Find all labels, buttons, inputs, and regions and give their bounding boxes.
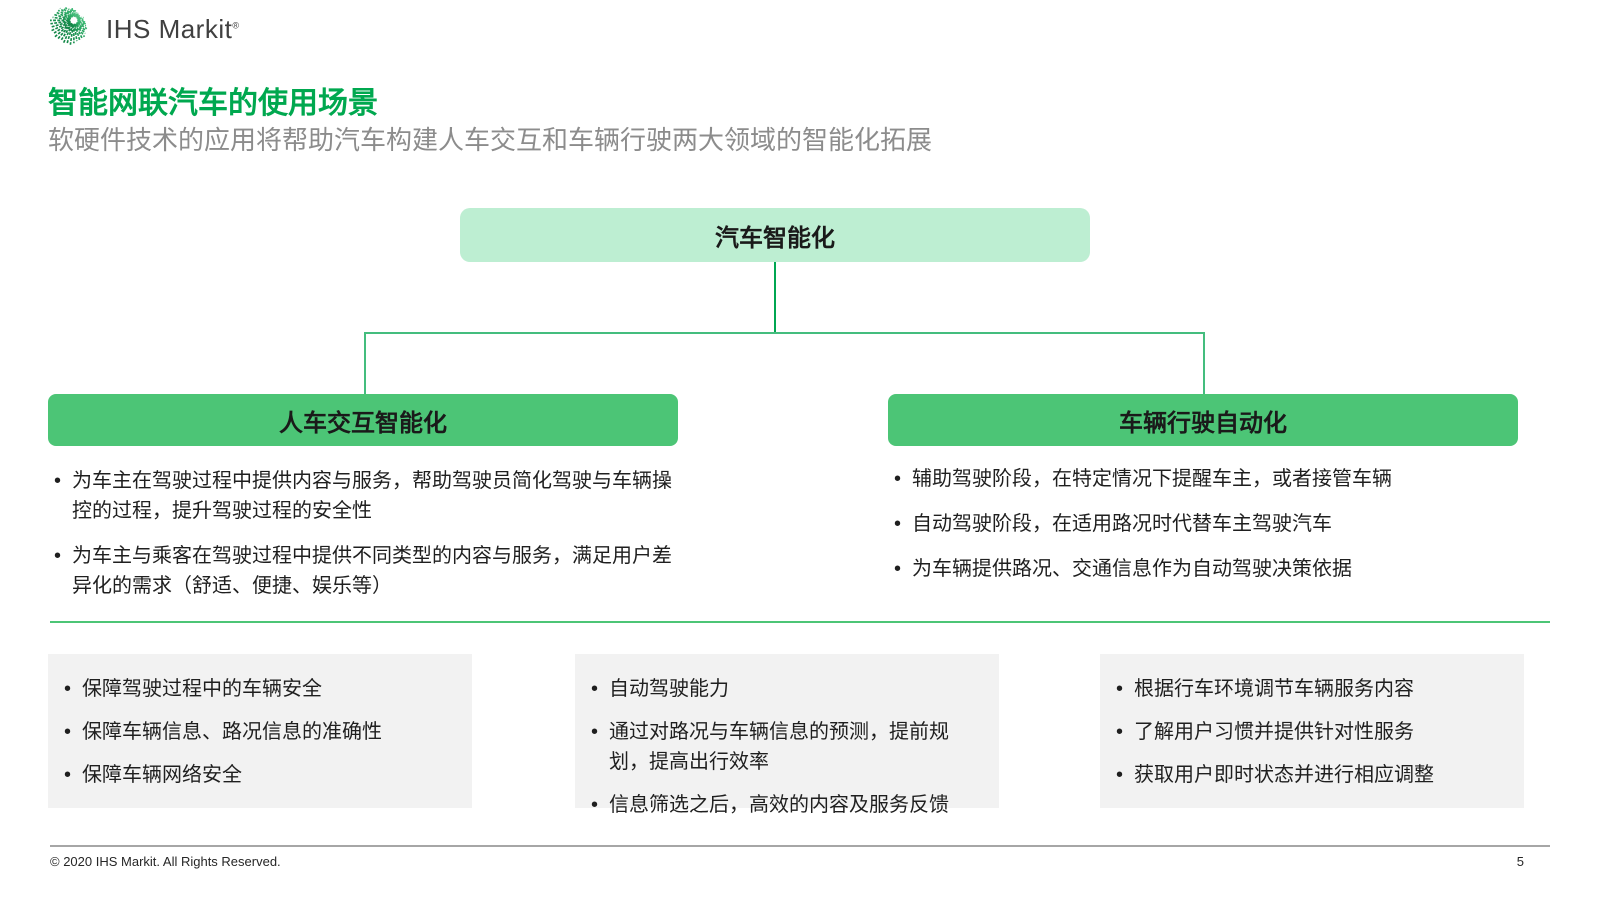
bullet-item: 为车主在驾驶过程中提供内容与服务，帮助驾驶员简化驾驶与车辆操控的过程，提升驾驶过…: [52, 466, 684, 526]
diagram-root-label: 汽车智能化: [715, 224, 835, 252]
connector-left-vertical: [364, 332, 366, 394]
bullet-item: 保障车辆网络安全: [62, 760, 458, 790]
bullet-item: 信息筛选之后，高效的内容及服务反馈: [589, 790, 985, 820]
section-divider: [50, 621, 1550, 623]
copyright-text: © 2020 IHS Markit. All Rights Reserved.: [50, 854, 281, 869]
branch-node-autodrive: 车辆行驶自动化: [888, 394, 1518, 446]
bullet-item: 通过对路况与车辆信息的预测，提前规划，提高出行效率: [589, 717, 985, 777]
diagram-root-node: 汽车智能化: [460, 208, 1090, 262]
bottom-panel-efficiency: 自动驾驶能力 通过对路况与车辆信息的预测，提前规划，提高出行效率 信息筛选之后，…: [575, 654, 999, 820]
bullet-item: 自动驾驶阶段，在适用路况时代替车主驾驶汽车: [892, 509, 1524, 539]
ihs-markit-logo: IHS Markit®: [46, 6, 239, 52]
branch-label: 车辆行驶自动化: [1119, 409, 1287, 437]
bullet-item: 获取用户即时状态并进行相应调整: [1114, 760, 1510, 790]
bullet-item: 保障驾驶过程中的车辆安全: [62, 674, 458, 704]
branch-node-hmi: 人车交互智能化: [48, 394, 678, 446]
branch-label: 人车交互智能化: [279, 409, 447, 437]
connector-horizontal: [364, 332, 1205, 334]
connector-root-vertical: [774, 262, 776, 333]
page-subtitle: 软硬件技术的应用将帮助汽车构建人车交互和车辆行驶两大领域的智能化拓展: [48, 125, 933, 155]
bullet-item: 保障车辆信息、路况信息的准确性: [62, 717, 458, 747]
connector-right-vertical: [1203, 332, 1205, 394]
bullet-item: 了解用户习惯并提供针对性服务: [1114, 717, 1510, 747]
bullet-item: 根据行车环境调节车辆服务内容: [1114, 674, 1510, 704]
branch-bullets-autodrive: 辅助驾驶阶段，在特定情况下提醒车主，或者接管车辆 自动驾驶阶段，在适用路况时代替…: [892, 464, 1524, 584]
trademark-symbol: ®: [232, 19, 240, 30]
bullet-item: 为车主与乘客在驾驶过程中提供不同类型的内容与服务，满足用户差异化的需求（舒适、便…: [52, 541, 684, 601]
bottom-panel-personalization: 根据行车环境调节车辆服务内容 了解用户习惯并提供针对性服务 获取用户即时状态并进…: [1100, 654, 1524, 808]
bullet-item: 自动驾驶能力: [589, 674, 985, 704]
bullet-item: 为车辆提供路况、交通信息作为自动驾驶决策依据: [892, 554, 1524, 584]
bottom-panel-safety: 保障驾驶过程中的车辆安全 保障车辆信息、路况信息的准确性 保障车辆网络安全: [48, 654, 472, 808]
page-title: 智能网联汽车的使用场景: [48, 87, 378, 120]
page-number: 5: [1516, 854, 1524, 869]
logo-text: IHS Markit®: [106, 13, 240, 44]
branch-bullets-hmi: 为车主在驾驶过程中提供内容与服务，帮助驾驶员简化驾驶与车辆操控的过程，提升驾驶过…: [52, 466, 684, 601]
bullet-item: 辅助驾驶阶段，在特定情况下提醒车主，或者接管车辆: [892, 464, 1524, 494]
footer-divider: [50, 845, 1550, 847]
sunburst-icon: [46, 6, 96, 52]
